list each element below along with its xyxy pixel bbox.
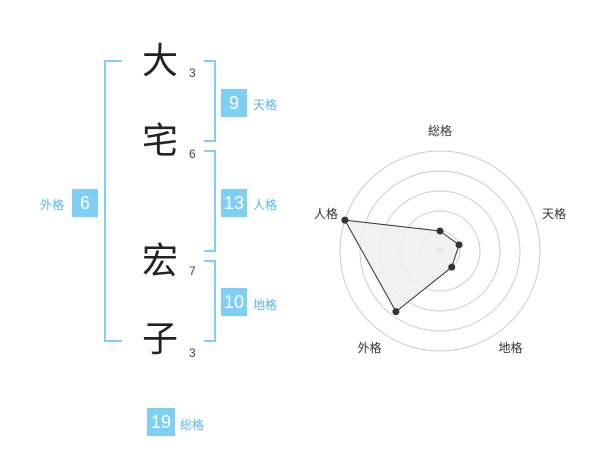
- tenkaku-label: 天格: [253, 98, 278, 112]
- radar-point-2: [455, 241, 463, 249]
- radar-point-3: [448, 263, 456, 271]
- radar-point-5: [341, 216, 349, 224]
- name-char-2: 宅: [141, 121, 178, 162]
- name-char-4: 子: [141, 319, 178, 360]
- radar-axis-label-2: 天格: [542, 206, 566, 221]
- radar-point-1: [436, 227, 444, 235]
- name-char-1: 大: [141, 41, 178, 82]
- jinkaku-label: 人格: [253, 198, 278, 212]
- stroke-count-3: 7: [189, 264, 196, 278]
- tenkaku-value: 9: [221, 89, 247, 117]
- chikaku-label: 地格: [253, 298, 278, 312]
- outer-bracket: [104, 60, 122, 342]
- stroke-count-4: 3: [189, 346, 196, 360]
- radar-ring: [359, 170, 521, 332]
- name-char-3: 宏: [141, 241, 178, 282]
- chikaku-value: 10: [221, 288, 247, 316]
- jinkaku-bracket: [204, 150, 216, 252]
- soukaku-label: 総格: [180, 418, 205, 432]
- gaikaku-value: 6: [72, 189, 98, 217]
- radar-polygon: [343, 219, 460, 313]
- radar-axis-label-3: 地格: [499, 340, 523, 355]
- soukaku-value: 19: [147, 408, 175, 436]
- stroke-count-1: 3: [189, 66, 196, 80]
- stroke-count-2: 6: [189, 147, 196, 161]
- radar-axis-label-4: 外格: [357, 340, 381, 355]
- chikaku-bracket: [204, 260, 216, 342]
- radar-point-4: [392, 308, 400, 316]
- tenkaku-bracket: [204, 60, 216, 142]
- radar-axis-label-1: 総格: [428, 123, 452, 138]
- radar-axis-label-5: 人格: [314, 206, 338, 221]
- jinkaku-value: 13: [221, 189, 247, 217]
- gaikaku-label: 外格: [40, 198, 65, 212]
